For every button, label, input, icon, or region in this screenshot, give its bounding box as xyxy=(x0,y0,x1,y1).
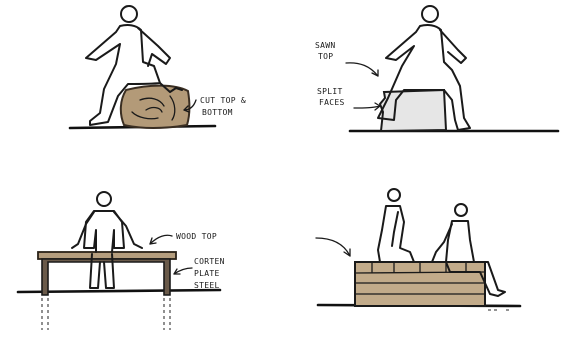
label-steel: STEEL xyxy=(194,281,220,290)
panel-stone-seat: SAWN TOP SPLIT FACES xyxy=(315,6,558,131)
arrow-wood-top xyxy=(150,235,172,244)
wood-top xyxy=(38,252,176,259)
label-corten: CORTEN xyxy=(194,257,225,266)
arrow-split-faces xyxy=(354,106,380,108)
figure-head xyxy=(388,189,400,201)
figure-head xyxy=(97,192,111,206)
log-body xyxy=(121,86,190,128)
figure-head xyxy=(422,6,438,22)
log-seat xyxy=(121,86,190,128)
figure-arm xyxy=(392,212,398,246)
kneeling-figure xyxy=(378,189,414,262)
label-top: TOP xyxy=(318,52,333,61)
figure-left-arm xyxy=(72,212,94,248)
label-split: SPLIT xyxy=(317,87,343,96)
label-plate: PLATE xyxy=(194,269,220,278)
label-sawn: SAWN xyxy=(315,41,335,50)
footing-dashed xyxy=(42,298,170,330)
label-wood-top: WOOD TOP xyxy=(176,232,217,241)
label-faces: FACES xyxy=(319,98,345,107)
figure-head xyxy=(455,204,467,216)
figure-right-arm xyxy=(114,212,142,248)
figure-arm xyxy=(432,224,452,262)
seated-figure xyxy=(72,192,142,288)
label-cut-top-bottom-2: BOTTOM xyxy=(202,108,233,117)
panel-log-seat: CUT TOP & BOTTOM xyxy=(70,6,246,128)
figure-head xyxy=(121,6,137,22)
label-cut-top-bottom-1: CUT TOP & xyxy=(200,96,246,105)
figure-body xyxy=(378,206,414,262)
panel-timber-box-bench xyxy=(316,189,520,310)
timber-bench xyxy=(355,262,485,306)
panel-steel-bench: WOOD TOP CORTEN PLATE STEEL xyxy=(18,192,225,330)
